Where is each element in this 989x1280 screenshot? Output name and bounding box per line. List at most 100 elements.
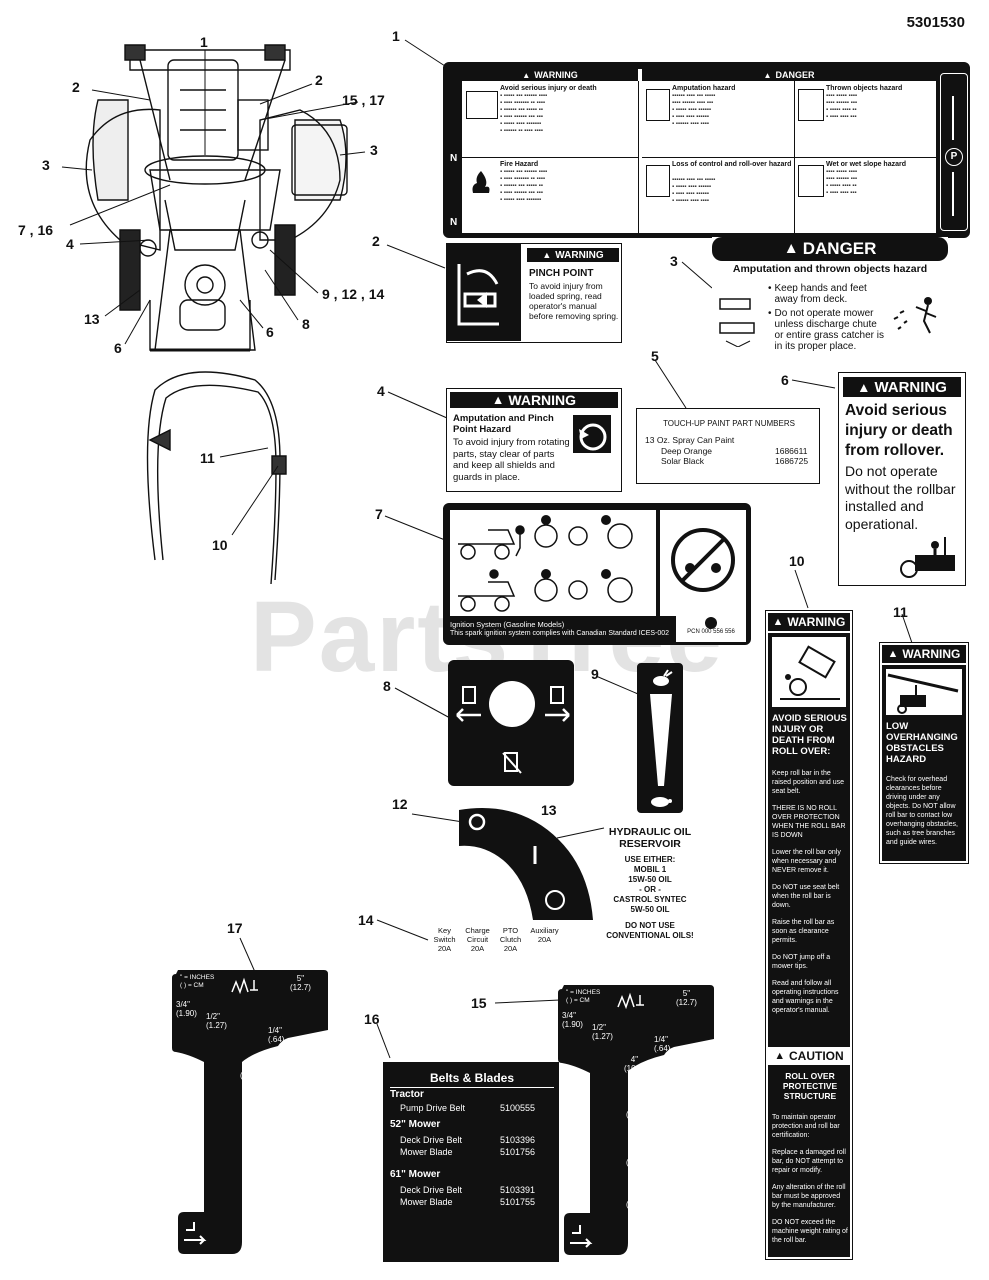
callout-tractor-1: 1: [200, 34, 208, 50]
g17-step-4-a: 1": [246, 1188, 254, 1197]
g15-step-2-b: (7.6): [626, 1110, 643, 1119]
decal14-col-1-amp: 20A: [437, 944, 452, 953]
decal1-section-3: Fire Hazard: [500, 161, 539, 168]
decal10-header: WARNING: [787, 615, 846, 629]
decal14-col-3-name: PTO Clutch: [499, 926, 522, 944]
callout-tractor-7-16: 7 , 16: [18, 222, 54, 238]
fire-icon: [468, 169, 494, 195]
decal7-badge: PCN 000 556 556: [676, 616, 746, 642]
g15-legend-2: ( ) = CM: [566, 997, 590, 1004]
g17-left-1: 3/4": [176, 1000, 190, 1009]
decal7-badge-text: PCN 000 556 556: [687, 629, 735, 635]
g17-top-2: (12.7): [290, 983, 311, 992]
decal13-line-6: 5W-50 OIL: [630, 905, 670, 914]
callout-tractor-3b: 3: [370, 142, 378, 158]
danger-triangle-icon: ▲: [763, 70, 772, 80]
callout-decal-16: 16: [364, 1011, 380, 1027]
decal13-footer: DO NOT USE CONVENTIONAL OILS!: [606, 921, 694, 940]
decal2-text: To avoid injury from loaded spring, read…: [529, 281, 619, 321]
warning-triangle-icon: ▲: [857, 379, 871, 395]
decal10-caution-para-1: To maintain operator protection and roll…: [772, 1114, 840, 1139]
decal14-col-2-amp: 20A: [470, 944, 485, 953]
g15-step-3-b: (5.1): [626, 1158, 643, 1167]
callout-decal-5: 5: [651, 348, 659, 364]
callout-tractor-4: 4: [66, 236, 74, 252]
decal-9-throttle: [637, 663, 683, 813]
decal5-line1: 13 Oz. Spray Can Paint: [645, 435, 735, 445]
callout-tractor-3a: 3: [42, 157, 50, 173]
decal10-para-4: Do NOT use seat belt when the roll bar i…: [772, 884, 840, 909]
decal-13-hydraulic-oil: HYDRAULIC OIL RESERVOIR USE EITHER: MOBI…: [604, 826, 696, 962]
danger-triangle-icon: ▲: [783, 240, 799, 257]
decal4-header: WARNING: [508, 392, 577, 408]
decal14-col-1-name: Key Switch: [433, 926, 456, 944]
g17-top-1: 5": [296, 974, 305, 983]
decal1-side-n-top: N: [450, 153, 458, 164]
g17-step-4-b: (2.5): [242, 1197, 259, 1206]
callout-decal-9: 9: [591, 666, 599, 682]
rollover-icon: [646, 165, 670, 197]
decal16-g2-item-2-pn: 5101756: [500, 1147, 536, 1157]
g15-legend-1: " = INCHES: [566, 989, 601, 996]
decal3-subtitle: Amputation and thrown objects hazard: [732, 263, 928, 275]
warning-triangle-icon: ▲: [772, 616, 784, 628]
g17-left-2: (1.90): [176, 1009, 197, 1018]
decal14-col-3-amp: 20A: [503, 944, 518, 953]
g15-quarter-2: (.64): [654, 1044, 671, 1053]
decal3-bullet-1: Keep hands and feet away from deck.: [774, 283, 867, 305]
g17-legend-2: ( ) = CM: [180, 982, 204, 989]
g15-mid-2: (1.27): [592, 1032, 613, 1041]
fuel-right-arrow-icon: [541, 685, 571, 725]
decal13-line-5: CASTROL SYNTEC: [613, 895, 687, 904]
g15-top-2: (12.7): [676, 998, 697, 1007]
decal10-para-3: Lower the roll bar only when necessary a…: [772, 849, 841, 874]
thrown-objects-icon: [892, 289, 944, 339]
decal13-line-4: - OR -: [639, 885, 661, 894]
speed-wedge: [648, 692, 674, 788]
decal1-danger-header: DANGER: [775, 70, 815, 80]
decal1-park-symbol: P: [945, 148, 963, 166]
fuel-off-icon: [501, 751, 523, 775]
callout-decal-4: 4: [377, 383, 385, 399]
g15-step-2-a: 3": [630, 1101, 638, 1110]
decal10-para-1: Keep roll bar in the raised position and…: [772, 770, 844, 795]
decal-11-low-obstacles: ▲ WARNING LOW OVERHANGING OBSTACLES HAZA…: [879, 642, 969, 864]
decal2-title: PINCH POINT: [529, 268, 594, 279]
decal-7-ignition-starting: Ignition System (Gasoline Models) This s…: [443, 503, 751, 645]
decal-3-danger-amputation: ▲ DANGER Amputation and thrown objects h…: [712, 237, 948, 359]
decal11-title: LOW OVERHANGING OBSTACLES HAZARD: [886, 721, 958, 765]
callout-decal-15: 15: [471, 995, 487, 1011]
callout-tractor-9-12-14: 9 , 12 , 14: [322, 286, 385, 302]
g17-step-3-b: (5.1): [242, 1161, 259, 1170]
callout-decal-11: 11: [893, 604, 908, 620]
decal1-section-6: Thrown objects hazard: [826, 85, 903, 92]
decal4-title: Amputation and Pinch Point Hazard: [453, 413, 554, 435]
g17-step-1-b: (10.2): [240, 1071, 261, 1080]
callout-rollbar-11: 11: [200, 450, 215, 466]
overhanging-branch-icon: [886, 669, 962, 715]
decal13-title: HYDRAULIC OIL RESERVOIR: [608, 826, 692, 850]
decal10-para-2: THERE IS NO ROLL OVER PROTECTION WHEN TH…: [772, 805, 846, 839]
fuel-selector-hole: [489, 681, 535, 727]
decal1-side-n-bottom: N: [450, 217, 458, 228]
decal1-warning-header: WARNING: [534, 70, 578, 80]
callout-tractor-13: 13: [84, 311, 100, 327]
decal-17-height-gauge: " = INCHES ( ) = CM 5" (12.7) 3/4" (1.90…: [172, 970, 328, 1260]
decal-6-rollover: ▲ WARNING Avoid serious injury or death …: [838, 372, 966, 586]
decal16-g3-item-1-pn: 5103391: [500, 1185, 536, 1195]
rabbit-icon: [648, 668, 674, 688]
hand-foot-deck-icon: [716, 287, 766, 347]
g17-mid-1: 1/2": [206, 1012, 220, 1021]
decal11-text: Check for overhead clearances before dri…: [886, 776, 958, 846]
decal1-section-4: Loss of control and roll-over hazard: [672, 161, 792, 168]
decal10-title: AVOID SERIOUS INJURY OR DEATH FROM ROLL …: [772, 713, 847, 757]
callout-decal-6: 6: [781, 372, 789, 388]
g15-mid-1: 1/2": [592, 1023, 606, 1032]
decal-2-pinch-point: ▲ WARNING PINCH POINT To avoid injury fr…: [446, 243, 622, 343]
g17-mid-2: (1.27): [206, 1021, 227, 1030]
g17-legend-1: " = INCHES: [180, 974, 215, 981]
decal3-header: DANGER: [802, 239, 877, 258]
callout-decal-12: 12: [392, 796, 408, 812]
g17-seat-lever-icon: [180, 1218, 208, 1246]
caution-triangle-icon: ▲: [774, 1050, 785, 1062]
